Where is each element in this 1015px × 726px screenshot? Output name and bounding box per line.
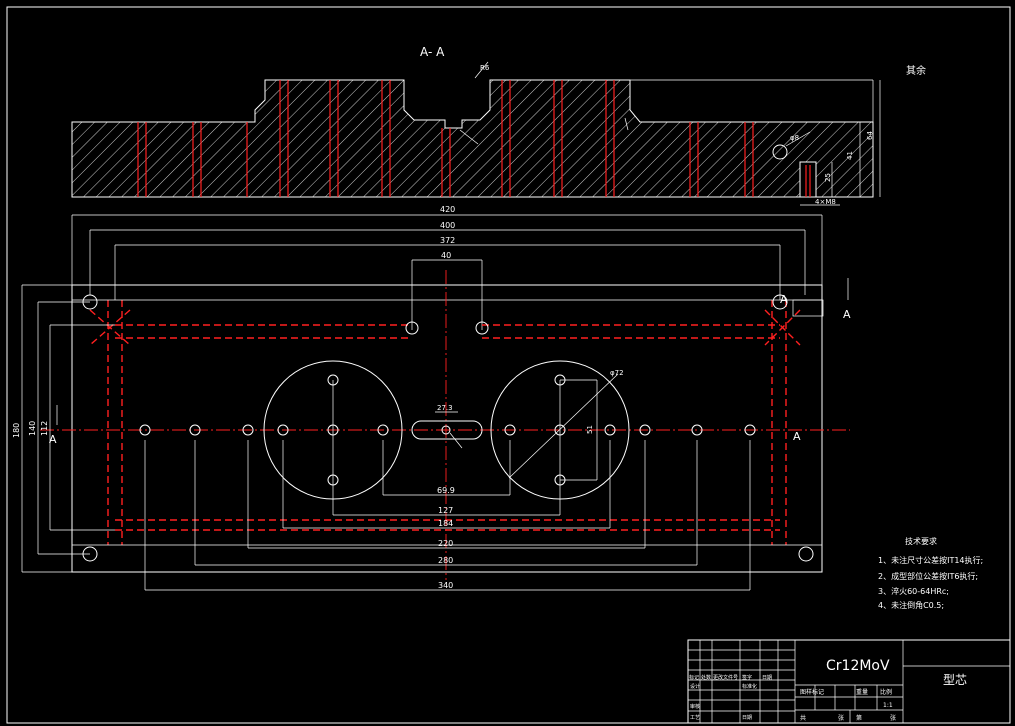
note-item-1: 1、未注尺寸公差按IT14执行; [878, 555, 983, 565]
section-red-lines [137, 80, 754, 197]
technical-notes: 技术要求 1、未注尺寸公差按IT14执行; 2、成型部位公差按IT6执行; 3、… [878, 536, 983, 610]
stage-label-2: 重量 [856, 688, 868, 696]
dim-112: 112 [40, 421, 49, 436]
dim-64: 64 [866, 131, 874, 140]
plan-view: 420 400 372 40 [12, 205, 851, 591]
hidden-lines [89, 300, 801, 545]
sheet-label-1: 共 [800, 714, 806, 722]
sheet-label-2: 张 [838, 714, 844, 722]
dim-400: 400 [440, 221, 455, 230]
dim-slot-r: R6 [480, 64, 490, 72]
dim-dia-small: φ8 [790, 134, 799, 142]
section-body [71, 79, 874, 198]
drawing-frame [6, 6, 1011, 724]
row-label-4: 签字 [742, 674, 752, 681]
note-item-3: 3、淬火60-64HRc; [878, 586, 949, 596]
notes-title: 技术要求 [905, 536, 937, 546]
dim-69-9: 69.9 [437, 486, 455, 495]
col-label-1: 设计 [690, 683, 700, 690]
row-label-5: 日期 [762, 675, 772, 681]
section-mark-right: A [793, 430, 801, 443]
section-mark-left: A [49, 433, 57, 446]
dim-180: 180 [12, 423, 21, 438]
pin-holes: 51 [139, 374, 756, 486]
col-label-2: 标准化 [742, 683, 757, 690]
section-title: A- A [420, 45, 445, 59]
stage-label-1: 图样标记 [800, 688, 824, 696]
corner-hole [798, 546, 814, 562]
center-slot [411, 420, 483, 440]
dim-280: 280 [438, 556, 453, 565]
part-name: 型芯 [943, 673, 967, 687]
dim-51: 51 [586, 425, 594, 434]
row-label-3: 更改文件号 [713, 674, 738, 681]
dim-340: 340 [438, 581, 453, 590]
dim-27-3: 27.3 [437, 404, 453, 412]
dim-thread: 4×M8 [815, 198, 836, 206]
dim-372: 372 [440, 236, 455, 245]
dim-140: 140 [28, 421, 37, 436]
scale: 1:1 [883, 702, 893, 709]
note-item-4: 4、未注倒角C0.5; [878, 600, 944, 610]
section-view: A- A 41 64 25 [71, 45, 926, 206]
col-label-3: 审核 [690, 703, 700, 710]
dim-184: 184 [438, 519, 453, 528]
dim-41: 41 [846, 151, 854, 160]
col-label-5: 日期 [742, 715, 752, 721]
dim-127: 127 [438, 506, 453, 515]
material: Cr12MoV [826, 658, 890, 674]
note-item-2: 2、成型部位公差按IT6执行; [878, 571, 978, 581]
corner-hole [772, 294, 788, 310]
stage-label-3: 比例 [880, 688, 892, 696]
section-mark-top-right: A [780, 293, 788, 306]
sheet-label-3: 第 [856, 714, 862, 722]
row-label-2: 处数 [701, 674, 711, 681]
dim-25: 25 [824, 173, 832, 182]
col-label-4: 工艺 [690, 715, 700, 721]
title-block: 标记 处数 更改文件号 签字 日期 设计 标准化 审核 工艺 日期 Cr12Mo… [687, 639, 1011, 724]
section-mark-top-right-outer: A [843, 308, 851, 321]
row-label-1: 标记 [689, 674, 699, 681]
plan-outline [71, 284, 823, 573]
other-note: 其余 [906, 64, 926, 77]
dim-220: 220 [438, 539, 453, 548]
dim-420: 420 [440, 205, 455, 214]
dim-40: 40 [441, 251, 451, 260]
dim-dia-large: φ72 [610, 369, 624, 377]
sheet-label-4: 张 [890, 714, 896, 722]
